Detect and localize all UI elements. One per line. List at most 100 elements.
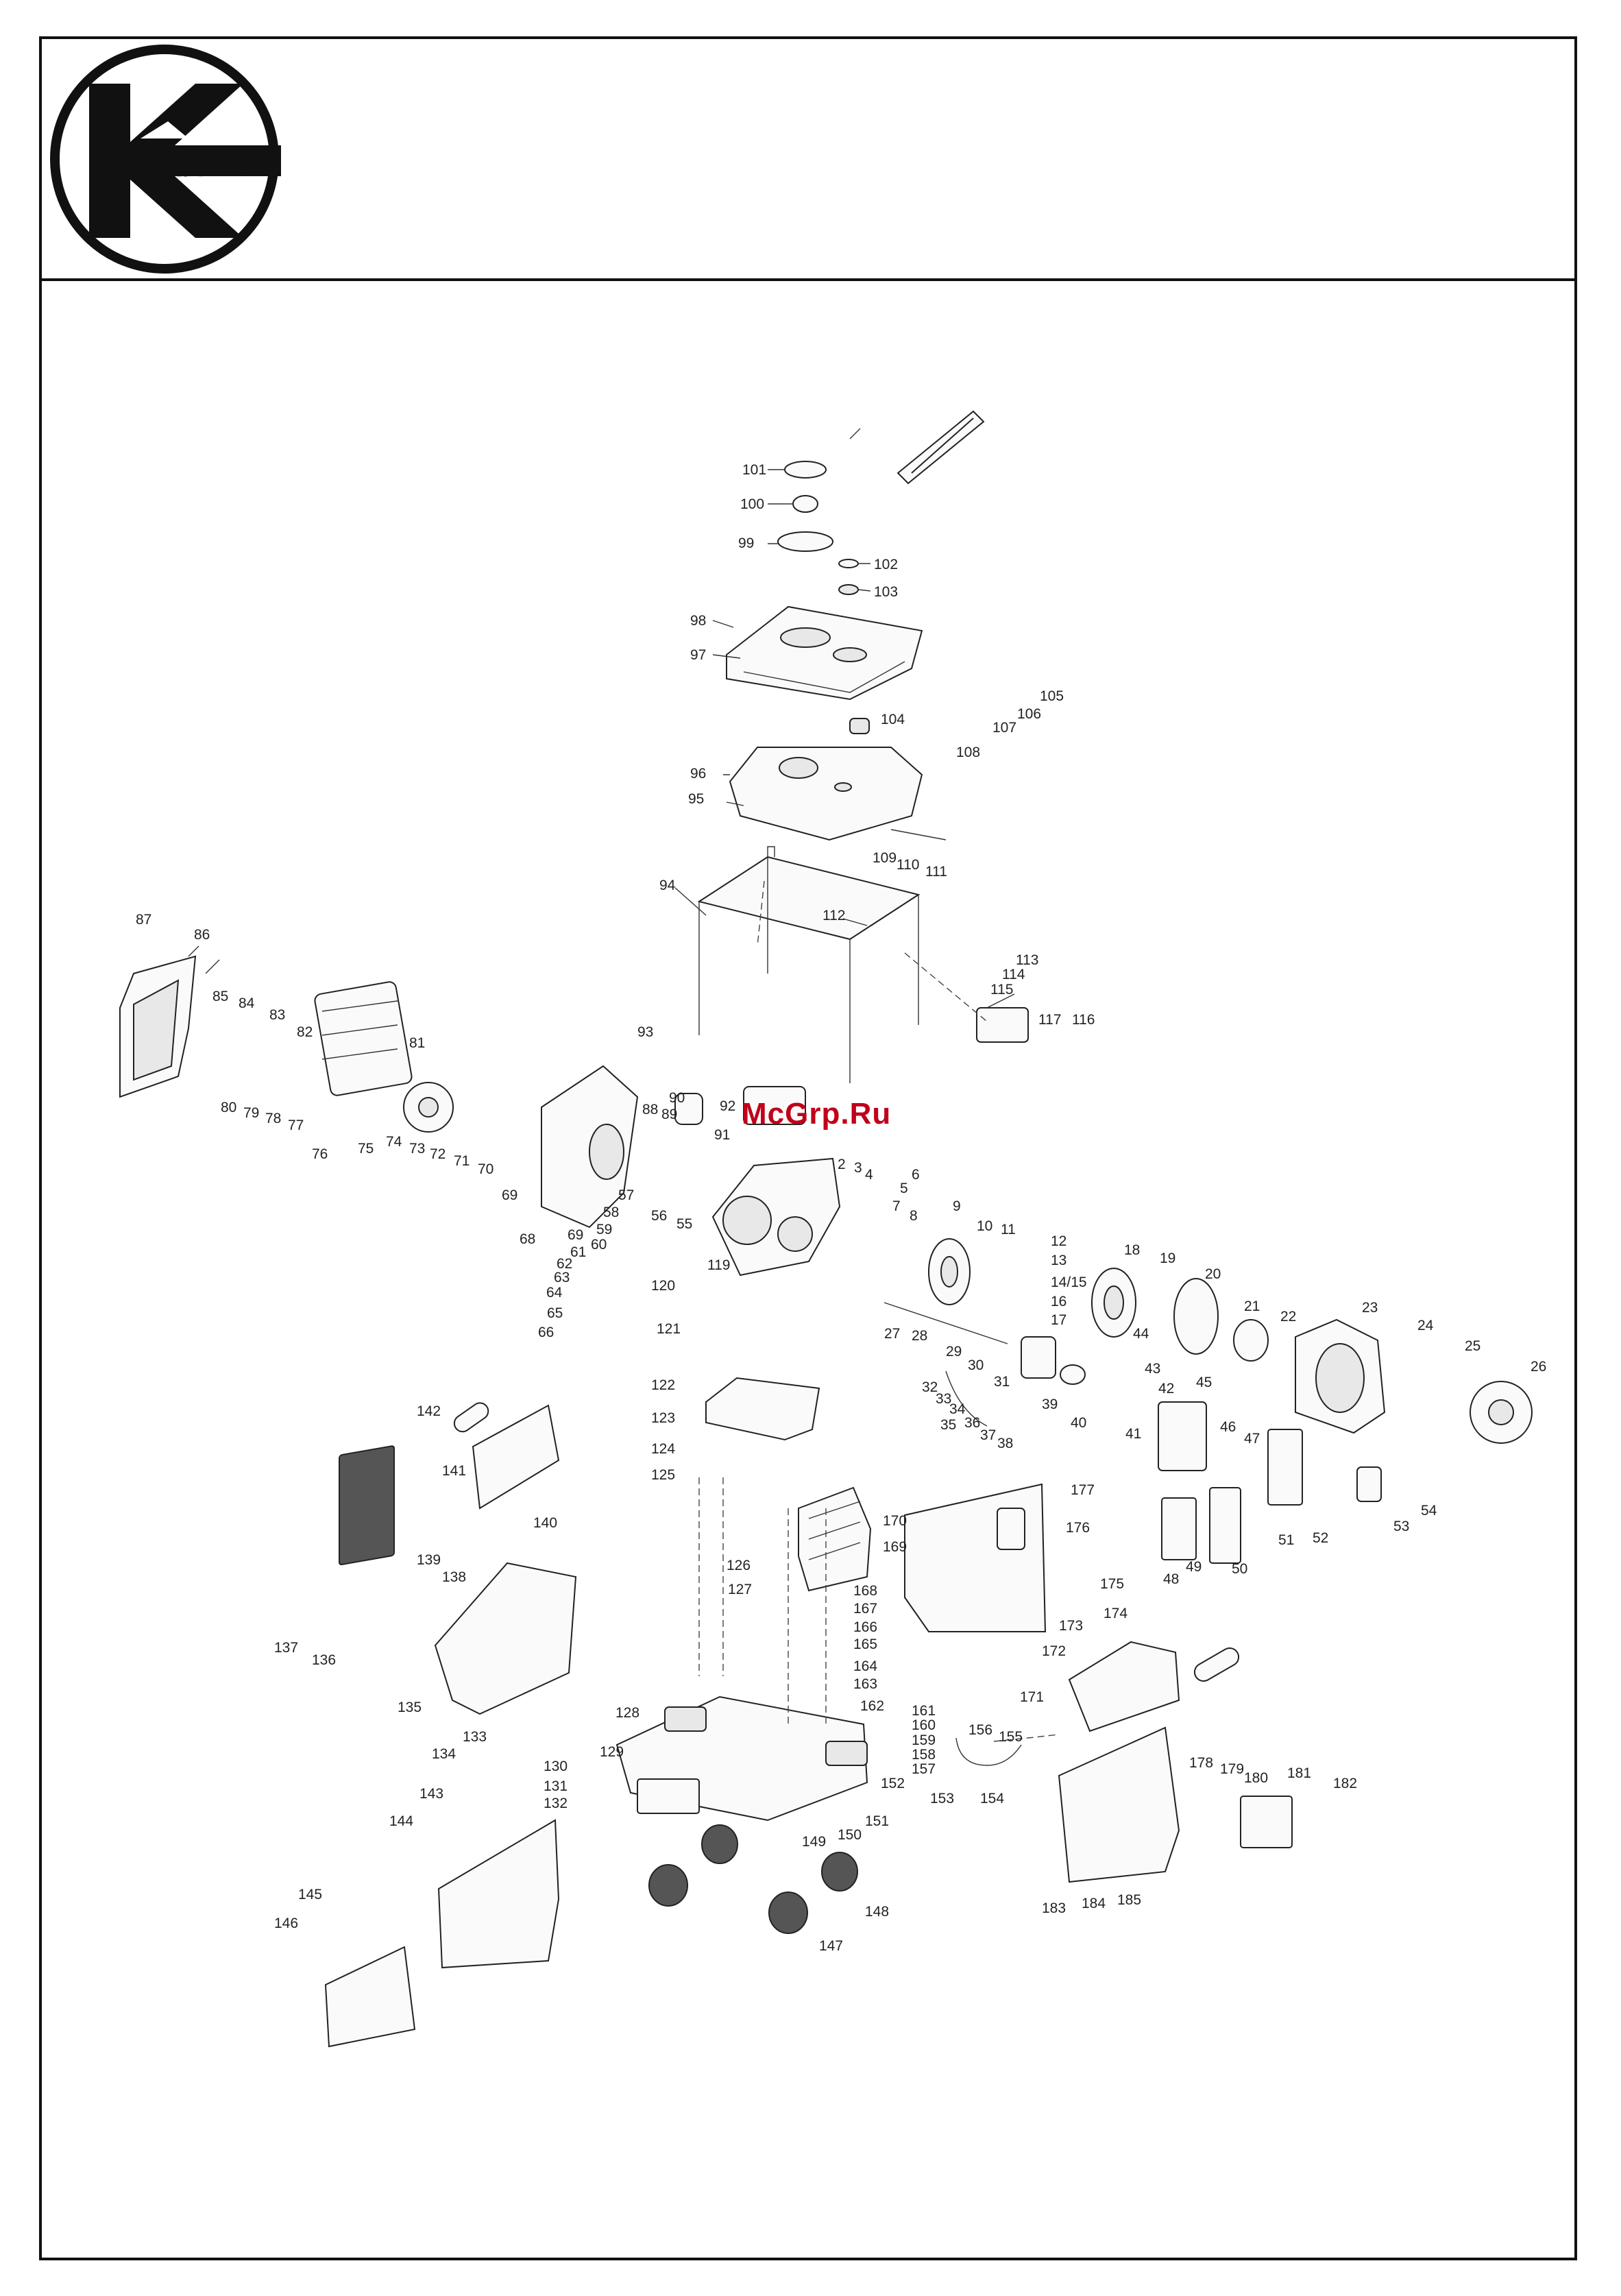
callout-130: 130 [544,1759,568,1774]
callout-29: 29 [946,1344,962,1360]
callout-178: 178 [1189,1755,1213,1771]
callout-63: 63 [554,1270,570,1285]
callout-44: 44 [1133,1326,1149,1342]
base-tray [616,1377,868,1822]
fan-cover [1295,1318,1533,1444]
callout-16: 16 [1051,1294,1067,1309]
callout-171: 171 [1020,1689,1044,1705]
callout-24: 24 [1417,1318,1434,1333]
callout-83: 83 [269,1007,285,1023]
callout-111: 111 [925,864,947,880]
callout-79: 79 [243,1105,259,1121]
callout-6: 6 [912,1167,920,1183]
right-side-panels [904,1483,1293,1883]
callout-174: 174 [1104,1606,1128,1621]
callout-25: 25 [1465,1338,1480,1354]
callout-36: 36 [964,1415,980,1431]
engine-shroud [541,1065,639,1229]
silencer [798,1486,872,1592]
callout-31: 31 [994,1374,1010,1390]
callout-labels: 101 100 99 102 103 98 97 105 106 107 104… [136,462,1546,1954]
callout-151: 151 [865,1813,889,1829]
alternator [928,1238,1269,1362]
callout-5: 5 [900,1181,908,1196]
callout-21: 21 [1244,1298,1260,1314]
callout-93: 93 [637,1024,653,1040]
callout-60: 60 [591,1237,607,1253]
callout-41: 41 [1125,1426,1141,1442]
callout-3: 3 [854,1160,862,1176]
callout-13: 13 [1051,1253,1067,1268]
callout-64: 64 [546,1285,563,1301]
callout-69a: 69 [502,1187,517,1203]
callout-43: 43 [1145,1361,1160,1377]
callout-179: 179 [1220,1761,1244,1777]
callout-125: 125 [651,1467,675,1483]
callout-164: 164 [853,1658,877,1674]
callout-82: 82 [297,1024,313,1040]
callout-131: 131 [544,1778,568,1794]
callout-86: 86 [194,927,210,943]
callout-155: 155 [999,1729,1023,1745]
fuel-hose [955,1734,1060,1766]
callout-159: 159 [912,1732,936,1748]
callout-165: 165 [853,1636,877,1652]
callout-161: 161 [912,1703,936,1719]
callout-170: 170 [883,1513,907,1529]
callout-113: 113 [1016,952,1038,968]
callout-92: 92 [720,1098,735,1114]
callout-84: 84 [239,995,255,1011]
callout-162: 162 [860,1698,884,1714]
callout-32: 32 [922,1379,938,1395]
callout-45: 45 [1196,1375,1212,1390]
callout-56: 56 [651,1208,667,1224]
callout-1415: 14/15 [1051,1274,1087,1290]
fuel-tank [729,747,947,841]
callout-154: 154 [980,1791,1004,1806]
callout-88: 88 [642,1102,658,1117]
callout-40: 40 [1071,1415,1086,1431]
callout-10: 10 [977,1218,992,1234]
callout-182: 182 [1333,1776,1357,1791]
watermark-text: McGrp.Ru [742,1097,892,1131]
callout-141: 141 [442,1463,466,1479]
callout-26: 26 [1531,1359,1546,1375]
callout-12: 12 [1051,1233,1067,1249]
callout-18: 18 [1124,1242,1140,1258]
fuel-cap-assembly [777,461,859,595]
callout-152: 152 [881,1776,905,1791]
callout-30: 30 [968,1357,984,1373]
callout-126: 126 [727,1558,751,1573]
callout-168: 168 [853,1583,877,1599]
callout-28: 28 [912,1328,927,1344]
left-side-panels [324,1402,577,2048]
callout-85: 85 [212,989,228,1004]
callout-2: 2 [838,1157,846,1172]
callout-144: 144 [389,1813,413,1829]
callout-153: 153 [930,1791,954,1806]
callout-11: 11 [1001,1222,1016,1237]
callout-175: 175 [1100,1576,1124,1592]
callout-39: 39 [1042,1397,1058,1412]
logo-word: КАЛИБР [141,149,274,183]
callout-147: 147 [819,1938,843,1954]
callout-19: 19 [1160,1250,1175,1266]
callout-102: 102 [874,557,898,572]
callout-78: 78 [265,1111,281,1126]
callout-128: 128 [616,1705,639,1721]
callout-91: 91 [714,1127,730,1143]
callout-150: 150 [838,1827,862,1843]
callout-22: 22 [1280,1309,1296,1325]
callout-47: 47 [1244,1431,1260,1447]
callout-180: 180 [1244,1770,1268,1786]
callout-185: 185 [1117,1892,1141,1908]
callout-119: 119 [707,1257,730,1273]
callout-96: 96 [690,766,706,782]
carburetor [883,1302,1086,1427]
callout-109: 109 [873,850,897,866]
callout-140: 140 [533,1515,557,1531]
callout-124: 124 [651,1441,675,1457]
muffler-cover [119,955,454,1133]
callout-90: 90 [669,1090,685,1106]
